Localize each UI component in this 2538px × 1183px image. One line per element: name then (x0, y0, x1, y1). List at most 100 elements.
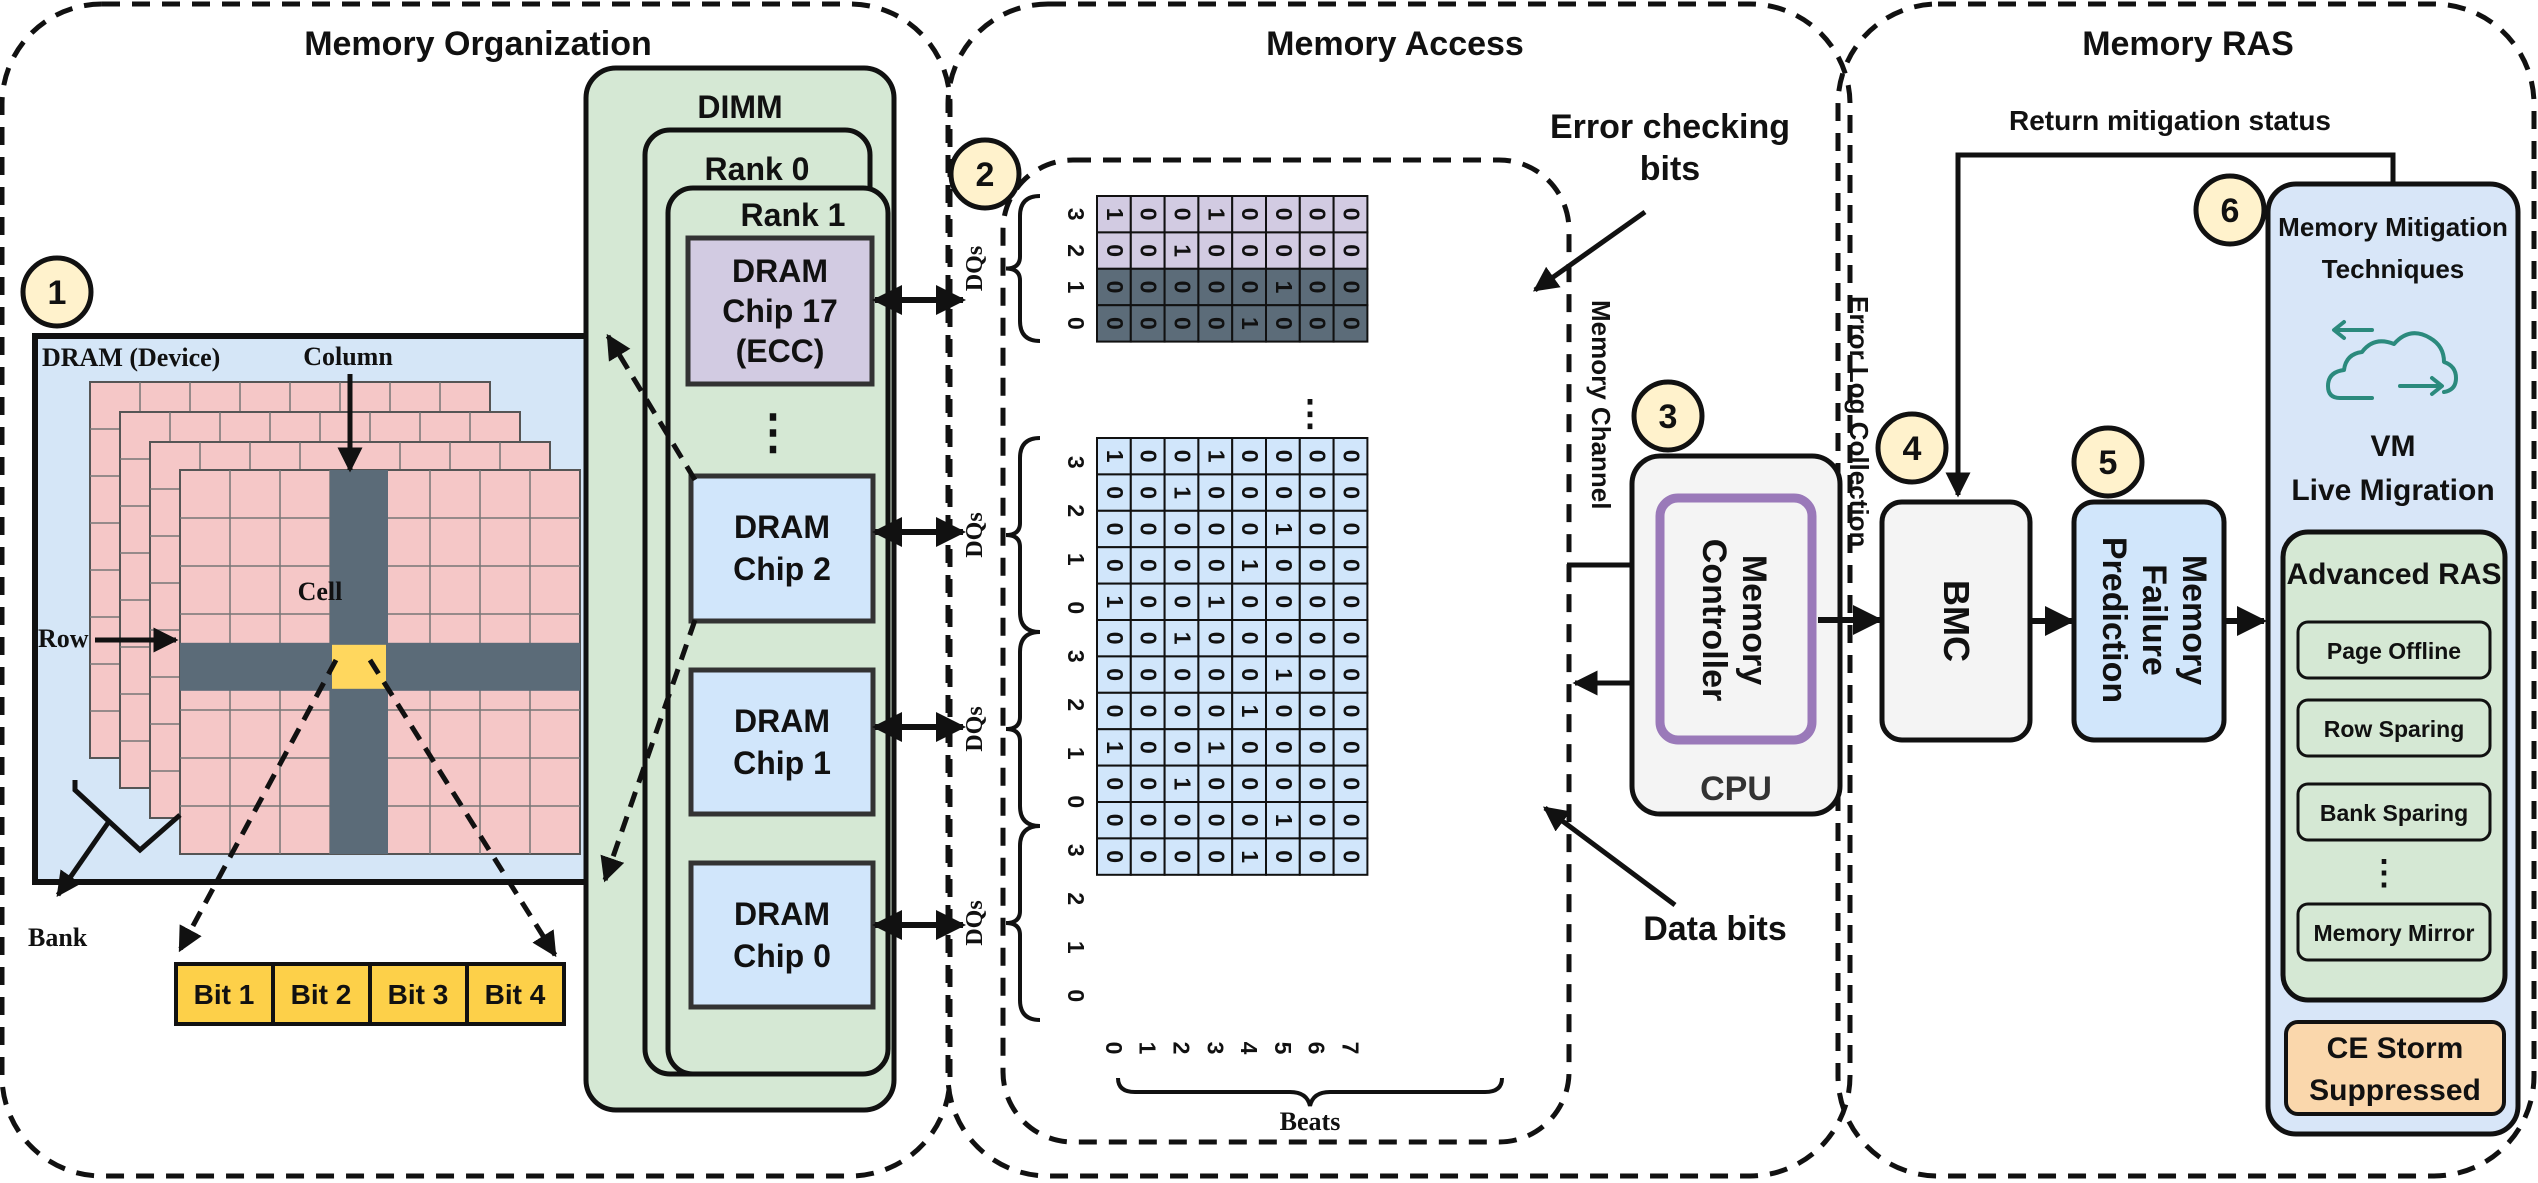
return-status-label: Return mitigation status (2009, 105, 2331, 136)
bit-value: 0 (1339, 668, 1365, 681)
badge-1-label: 1 (48, 274, 67, 312)
bit-1-label: Bit 1 (194, 979, 255, 1010)
zoom-line-bottom (600, 619, 698, 883)
bit-value: 0 (1271, 486, 1297, 499)
dram-chip-2 (688, 473, 876, 624)
beat-index: 6 (1304, 1042, 1330, 1055)
bit-value: 0 (1136, 705, 1162, 718)
bit-cell (1265, 304, 1301, 343)
chip0-line2: Chip 0 (733, 938, 831, 974)
bit-value: 0 (1339, 814, 1365, 827)
bit-cell (1129, 473, 1166, 512)
bit-cell (1231, 728, 1267, 767)
technique-ellipsis: ⋮ (2367, 854, 2401, 892)
bit-value: 0 (1271, 317, 1297, 330)
bit-value: 0 (1339, 208, 1365, 221)
dq-index: 3 (1063, 456, 1089, 469)
memory-failure-prediction (2071, 499, 2227, 743)
bank-sparing-button (2296, 782, 2492, 842)
bit-value: 0 (1203, 814, 1229, 827)
chip-ellipsis: ⋮ (749, 406, 797, 459)
bit-value: 1 (1237, 559, 1263, 572)
bit-value: 1 (1271, 523, 1297, 536)
bit-3-label: Bit 3 (388, 979, 449, 1010)
bit-cell (1096, 437, 1132, 476)
beat-index: 3 (1202, 1042, 1228, 1055)
bit-value: 0 (1170, 668, 1196, 681)
bit-value: 1 (1237, 317, 1263, 330)
bit-value: 1 (1271, 814, 1297, 827)
bit-value: 0 (1203, 850, 1229, 863)
cell-label: Cell (298, 577, 343, 606)
bit-value: 0 (1237, 450, 1263, 463)
cell-to-bit4-line (367, 658, 558, 958)
grid-ellipsis: ⋮ (1292, 392, 1328, 433)
bit-value: 0 (1136, 595, 1162, 608)
bit-value: 0 (1170, 741, 1196, 754)
prediction-line3: Prediction (2095, 537, 2133, 703)
bit-value: 0 (1203, 244, 1229, 257)
bit-value: 0 (1203, 523, 1229, 536)
badge-2-label: 2 (976, 156, 995, 194)
beat-index: 0 (1101, 1042, 1127, 1055)
bit-cell (1298, 509, 1335, 549)
rank-1 (665, 185, 891, 1077)
bank-label: Bank (28, 923, 88, 952)
dq-brace (1005, 824, 1041, 1022)
bit-cell (1197, 655, 1234, 694)
bit-value: 0 (1237, 814, 1263, 827)
bit-value: 0 (1102, 850, 1128, 863)
chip17-line3: (ECC) (736, 333, 825, 369)
bit-4-label: Bit 4 (485, 979, 546, 1010)
access-inner-region (1000, 157, 1572, 1145)
bit-3 (368, 962, 469, 1026)
cell-to-bit1-line (177, 658, 339, 953)
badge-5: 5 (2071, 425, 2145, 499)
bit-value: 1 (1271, 668, 1297, 681)
badge-2: 2 (948, 137, 1022, 211)
dq-index: 1 (1063, 747, 1089, 760)
bit-cell (1332, 473, 1369, 512)
bit-cell (1332, 619, 1369, 658)
dq-index: 1 (1063, 281, 1089, 294)
bit-cell (1096, 764, 1132, 803)
bit-cell (1332, 304, 1369, 343)
bit-cell (1231, 837, 1267, 876)
bit-cell (1231, 195, 1267, 234)
dq-index: 2 (1063, 244, 1089, 257)
dram-device-title: DRAM (Device) (42, 343, 220, 372)
bit-value: 0 (1237, 208, 1263, 221)
bit-cell (1298, 437, 1335, 476)
bit-value: 0 (1203, 559, 1229, 572)
section-title-organization: Memory Organization (304, 25, 652, 63)
bit-value: 0 (1305, 486, 1331, 499)
bit-value: 1 (1102, 741, 1128, 754)
chip2-line2: Chip 2 (733, 551, 831, 587)
section-title-ras: Memory RAS (2082, 25, 2294, 63)
bit-value: 0 (1305, 632, 1331, 645)
zoom-line-top (605, 333, 698, 482)
bank-stack (89, 381, 581, 855)
bit-cell (1265, 546, 1301, 585)
error-checking-bits-arrow (1532, 209, 1647, 293)
chip17-line2: Chip 17 (722, 293, 838, 329)
bit-value: 1 (1271, 281, 1297, 294)
bit-value: 0 (1305, 668, 1331, 681)
bit-value: 0 (1339, 595, 1365, 608)
bit-value: 0 (1203, 317, 1229, 330)
dram-chip-1 (688, 667, 876, 817)
data-bits-arrow (1542, 805, 1677, 908)
bit-value: 0 (1339, 317, 1365, 330)
bit-value: 0 (1136, 523, 1162, 536)
bit-2-label: Bit 2 (291, 979, 352, 1010)
bit-cell (1332, 437, 1369, 476)
chip1-line2: Chip 1 (733, 745, 831, 781)
bit-value: 0 (1305, 281, 1331, 294)
bit-value: 0 (1237, 595, 1263, 608)
prediction-line1: Memory (2175, 555, 2213, 685)
bit-cell (1298, 304, 1335, 343)
bit-value: 0 (1339, 559, 1365, 572)
